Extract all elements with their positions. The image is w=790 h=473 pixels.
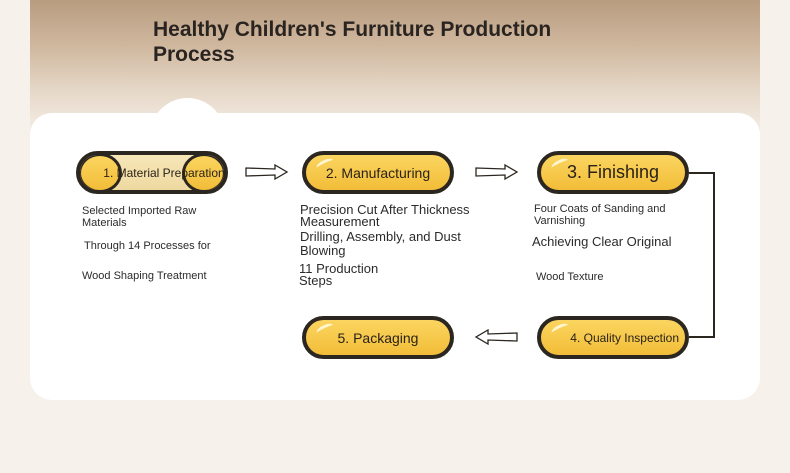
step3-desc-2: Achieving Clear Original bbox=[532, 234, 672, 249]
page-title: Healthy Children's Furniture Production … bbox=[153, 18, 552, 66]
connector-line bbox=[689, 172, 715, 338]
step2-desc-2: Drilling, Assembly, and Dust Blowing bbox=[300, 229, 461, 258]
arrow-right-icon bbox=[475, 164, 519, 180]
step1-desc-1: Selected Imported Raw Materials bbox=[82, 205, 197, 229]
step-quality-inspection: 4. Quality Inspection bbox=[537, 316, 689, 359]
step-packaging: 5. Packaging bbox=[302, 316, 454, 359]
step-material-preparation: 1. Material Preparation bbox=[76, 151, 228, 194]
step-label: 5. Packaging bbox=[337, 329, 419, 346]
step-label: 1. Material Preparation bbox=[103, 165, 225, 180]
step-manufacturing: 2. Manufacturing bbox=[302, 151, 454, 194]
step-label: 4. Quality Inspection bbox=[570, 330, 679, 345]
step-label: 2. Manufacturing bbox=[325, 164, 431, 181]
arrow-right-icon bbox=[245, 164, 289, 180]
arrow-left-icon bbox=[474, 329, 518, 345]
step2-desc-1: Precision Cut After Thickness Measuremen… bbox=[300, 202, 470, 229]
step1-desc-2: Through 14 Processes for bbox=[84, 240, 211, 252]
step-label: 3. Finishing bbox=[566, 162, 660, 182]
wood-header-background bbox=[30, 0, 760, 130]
step2-desc-3: 11 Production Steps bbox=[299, 261, 379, 288]
step3-desc-1: Four Coats of Sanding and Varnishing bbox=[534, 203, 666, 227]
step1-desc-3: Wood Shaping Treatment bbox=[82, 270, 207, 282]
step3-desc-3: Wood Texture bbox=[536, 271, 604, 283]
step-finishing: 3. Finishing bbox=[537, 151, 689, 194]
